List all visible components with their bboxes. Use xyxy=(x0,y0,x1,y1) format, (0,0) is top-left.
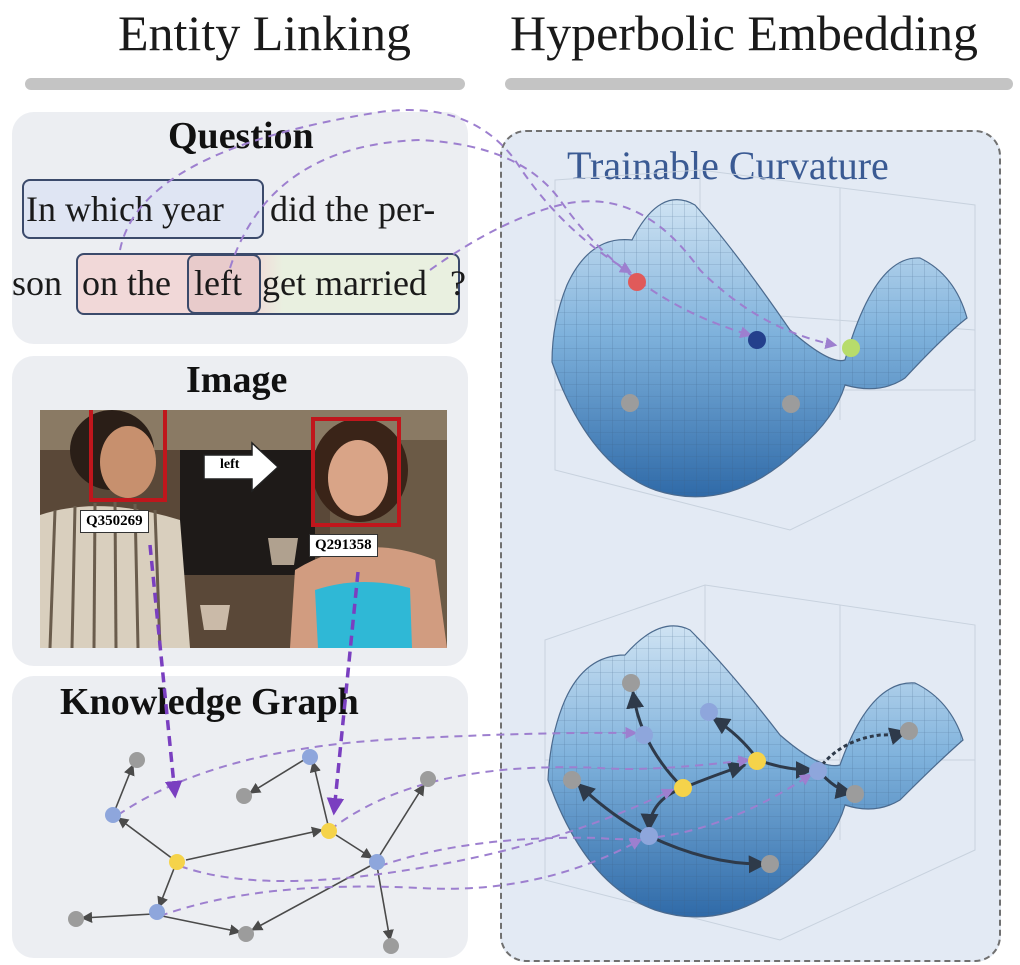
kg-node-gray-2 xyxy=(236,788,252,804)
question-line2-on-the: on the xyxy=(82,263,171,303)
kg-node-blue-1 xyxy=(105,807,121,823)
node-b-gray-5 xyxy=(761,855,779,873)
entity-id-right: Q291358 xyxy=(309,534,378,557)
knowledge-graph-title: Knowledge Graph xyxy=(60,681,359,723)
entity-linking-header: Entity Linking xyxy=(118,5,412,61)
question-line2-son: son xyxy=(12,263,63,303)
bottom-saddle-nodes xyxy=(563,674,918,873)
question-line2-get-married: get married xyxy=(262,263,427,303)
question-title: Question xyxy=(168,115,314,157)
node-b-blue-2 xyxy=(635,726,653,744)
kg-node-gray-1 xyxy=(129,752,145,768)
kg-node-gray-3 xyxy=(420,771,436,787)
right-header-bar xyxy=(505,78,1013,90)
kg-edges xyxy=(80,757,425,942)
question-line1-mention: In which year xyxy=(26,189,224,229)
mention-box-left xyxy=(187,254,261,314)
node-top-green xyxy=(842,339,860,357)
question-line1-rest: did the per- xyxy=(270,189,436,229)
node-b-blue-1 xyxy=(700,703,718,721)
node-b-blue-3 xyxy=(809,762,827,780)
kg-node-gray-4 xyxy=(68,911,84,927)
node-b-gray-2 xyxy=(563,771,581,789)
top-saddle-nodes xyxy=(621,273,860,413)
hyperbolic-embedding-header: Hyperbolic Embedding xyxy=(510,5,978,61)
arrow-left-label: left xyxy=(220,457,240,472)
question-line2-left: left xyxy=(194,263,242,303)
node-top-red xyxy=(628,273,646,291)
node-b-yellow-2 xyxy=(674,779,692,797)
node-b-gray-3 xyxy=(900,722,918,740)
kg-node-blue-4 xyxy=(149,904,165,920)
kg-node-yellow-right xyxy=(321,823,337,839)
trainable-curvature-label: Trainable Curvature xyxy=(567,143,889,188)
question-line2-qmark: ? xyxy=(450,263,466,303)
kg-nodes xyxy=(68,749,436,954)
node-b-blue-4 xyxy=(640,827,658,845)
image-title: Image xyxy=(186,359,288,401)
mention-box-phrase xyxy=(76,253,460,315)
mention-box-year xyxy=(22,179,264,239)
photo-to-graph-arrows xyxy=(148,544,360,816)
knowledge-graph-panel xyxy=(12,676,468,958)
kg-node-yellow-left xyxy=(169,854,185,870)
node-top-navy xyxy=(748,331,766,349)
kg-node-blue-3 xyxy=(369,854,385,870)
dashed-links xyxy=(117,109,838,917)
kg-node-blue-2 xyxy=(302,749,318,765)
kg-node-gray-5 xyxy=(238,926,254,942)
kg-node-gray-6 xyxy=(383,938,399,954)
node-b-yellow-1 xyxy=(748,752,766,770)
node-b-gray-1 xyxy=(622,674,640,692)
saddle-bottom xyxy=(547,625,964,918)
entity-id-left: Q350269 xyxy=(80,510,149,533)
node-top-gray-1 xyxy=(621,394,639,412)
node-top-gray-2 xyxy=(782,395,800,413)
left-header-bar xyxy=(25,78,465,90)
node-b-gray-4 xyxy=(846,785,864,803)
